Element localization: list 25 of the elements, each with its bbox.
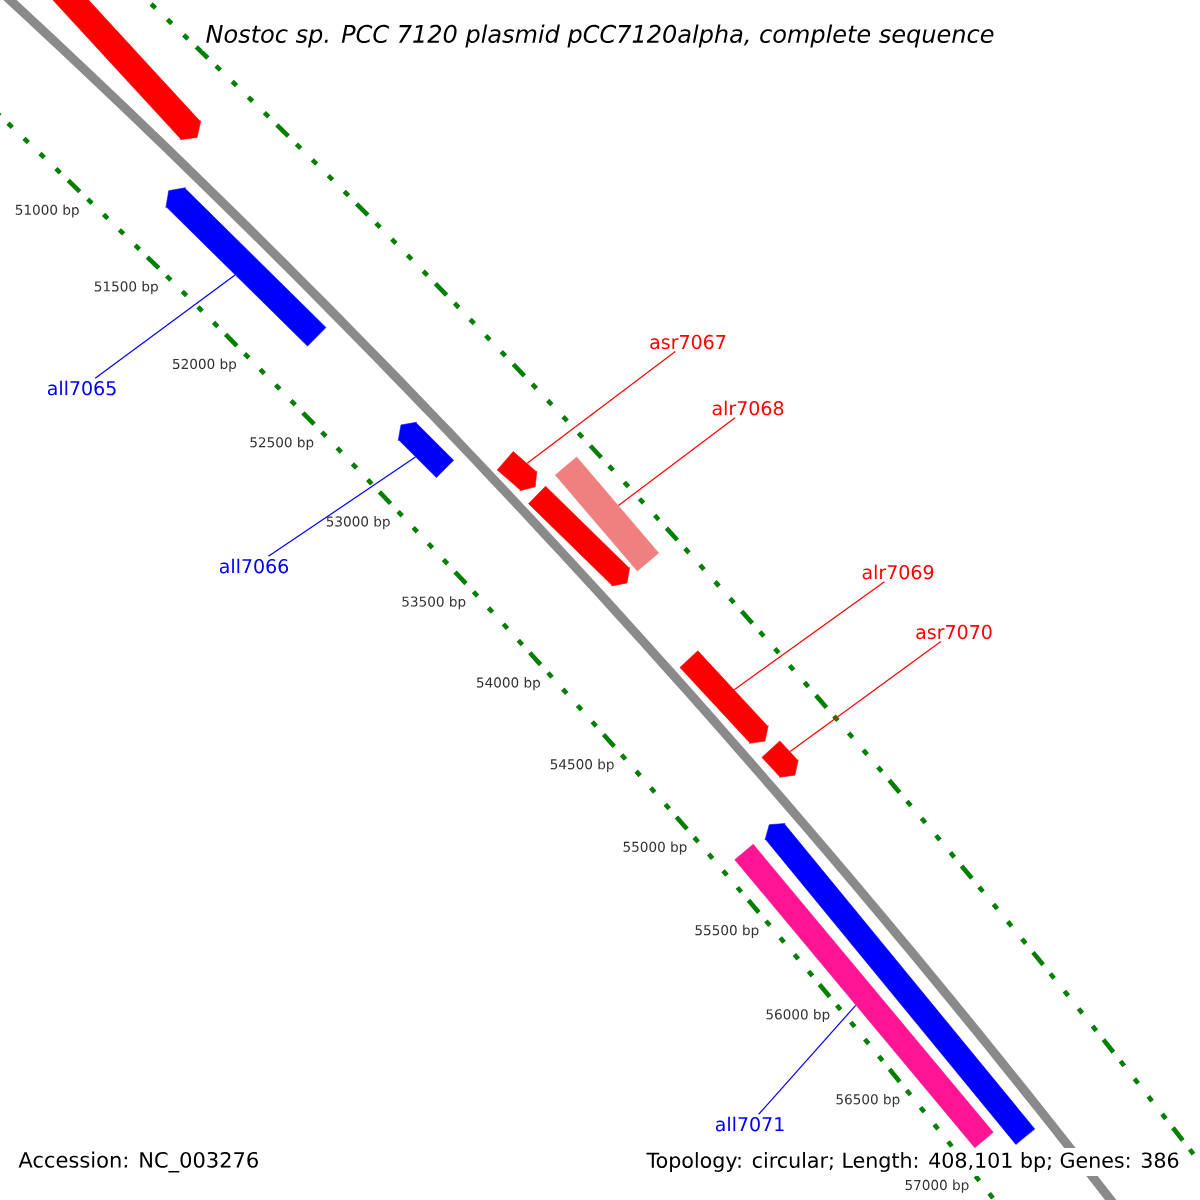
gene-label: alr7069 [862,564,934,580]
leader-line [733,581,886,691]
title: Nostoc sp. PCC 7120 plasmid pCC7120alpha, complete sequence [202,21,998,51]
leader-line [267,456,417,557]
gene-label: asr7070 [916,624,992,640]
gene-label: alr7068 [712,400,784,416]
gene-feature [761,740,799,778]
gene-label: all7066 [219,558,289,574]
gene-feature [165,187,327,347]
gene-label: all7071 [715,1116,784,1132]
gene-feature [397,421,454,478]
accession-text: Accession: NC_003276 [18,1151,258,1173]
gene-label: all7065 [47,380,116,396]
gene-feature [555,456,659,572]
gene-feature [49,0,202,140]
leader-line [617,417,736,506]
leader-line [789,641,942,753]
leader-line [758,1004,857,1115]
leader-line [94,274,236,379]
gene-feature [679,650,769,744]
topology-text: Topology: circular; Length: 408,101 bp; Genes: 386 [642,1148,1184,1176]
gene-feature [496,451,538,491]
gene-label: asr7067 [650,334,726,350]
gene-feature [528,485,630,587]
leader-line [526,351,676,464]
